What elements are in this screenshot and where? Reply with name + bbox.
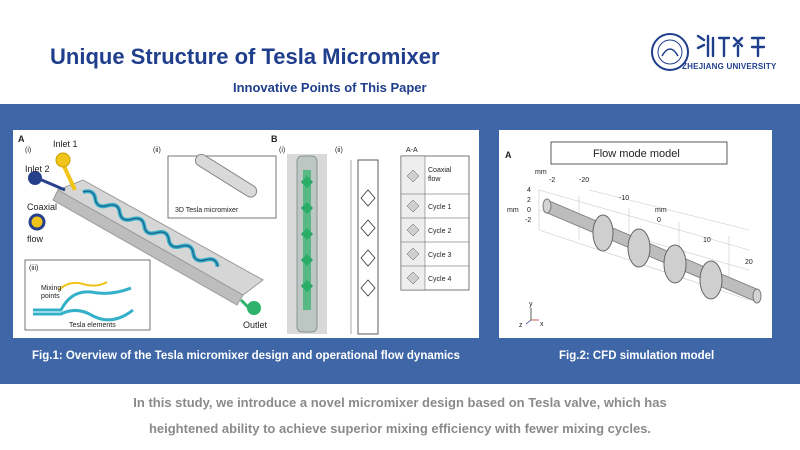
- inset-elements-box: [24, 259, 151, 331]
- inlet-1-marker: [55, 152, 71, 168]
- tick-top-0: 0: [657, 217, 661, 224]
- flow-mode-title-box: [550, 141, 728, 165]
- slide-title: Unique Structure of Tesla Micromixer: [50, 44, 440, 69]
- axis-label-x: x: [540, 321, 544, 328]
- tesla-element-highlight: [58, 281, 108, 291]
- unit-mm-top: mm: [535, 169, 547, 176]
- figure-2-panel: A Flow mode model mm mm mm 4: [499, 130, 772, 338]
- table-coaxial-2: flow: [428, 176, 441, 183]
- figure-2-illustration: A Flow mode model mm mm mm 4: [505, 141, 762, 329]
- fig1-label-a-i: (i): [25, 147, 31, 154]
- coaxial-label-1: Coaxial: [27, 202, 57, 212]
- cycle-1-label: Cycle 1: [428, 204, 451, 211]
- fig1-label-b-ii: (ii): [335, 147, 343, 154]
- tesla-micromixer-body: [52, 179, 264, 306]
- coaxial-flow-marker: [28, 213, 46, 231]
- axis-label-y: y: [529, 301, 533, 308]
- coaxial-label-2: flow: [27, 234, 44, 244]
- table-coaxial-1: Coaxial: [428, 167, 452, 174]
- technical-drawing: [350, 159, 379, 335]
- tick-top-10: 10: [703, 237, 711, 244]
- inlet-1-label: Inlet 1: [53, 139, 78, 149]
- cycle-2-label: Cycle 2: [428, 228, 451, 235]
- body-text-line-1: In this study, we introduce a novel micr…: [133, 395, 667, 410]
- figure-2-caption: Fig.2: CFD simulation model: [559, 350, 715, 362]
- flow-mode-title: Flow mode model: [593, 148, 680, 160]
- tick-top-neg20: -20: [579, 177, 589, 184]
- cfd-mixer-model: [542, 198, 762, 304]
- tick-top-20: 20: [745, 259, 753, 266]
- fig1-label-b: B: [271, 134, 278, 144]
- axis-triad: [525, 308, 539, 325]
- inlet-2-label: Inlet 2: [25, 164, 50, 174]
- inlet-1-stream: [61, 163, 77, 191]
- 3d-mixer-label: 3D Tesla micromixer: [175, 207, 239, 214]
- tick-y-4: 4: [527, 187, 531, 194]
- figure-1-illustration: A (i) (ii) Inlet 1 Inlet 2 Coaxial flow …: [18, 134, 470, 335]
- tesla-elements-label: Tesla elements: [69, 322, 116, 329]
- axis-label-z: z: [519, 322, 523, 329]
- unit-mm-left: mm: [507, 207, 519, 214]
- cycle-table: [400, 155, 470, 291]
- figure-1-caption: Fig.1: Overview of the Tesla micromixer …: [32, 350, 460, 362]
- cycle-3-label: Cycle 3: [428, 252, 451, 259]
- cycle-4-label: Cycle 4: [428, 276, 451, 283]
- tick-top-neg2: -2: [549, 177, 555, 184]
- outlet-marker: [247, 301, 261, 315]
- tick-top-neg10: -10: [619, 195, 629, 202]
- fig2-label-a: A: [505, 150, 512, 160]
- fig1-label-b-i: (i): [279, 147, 285, 154]
- figure-1-panel: A (i) (ii) Inlet 1 Inlet 2 Coaxial flow …: [13, 130, 479, 338]
- tick-y-0: 0: [527, 207, 531, 214]
- mixing-label-2: points: [41, 293, 60, 300]
- mixing-label-1: Mixing: [41, 285, 61, 292]
- section-aa-label: A-A: [406, 147, 418, 154]
- fig1-label-a-iii: (iii): [29, 265, 38, 272]
- photo-micromixer: [287, 154, 327, 334]
- outlet-label: Outlet: [243, 320, 268, 330]
- body-text-line-2: heightened ability to achieve superior m…: [148, 421, 652, 436]
- fig1-label-a: A: [18, 134, 25, 144]
- 3d-mixer-icon: [194, 153, 258, 198]
- tick-y-neg2: -2: [525, 217, 531, 224]
- university-name: ZHEJIANG UNIVERSITY: [682, 62, 777, 71]
- tick-y-2: 2: [527, 197, 531, 204]
- fig1-label-a-ii: (ii): [153, 147, 161, 154]
- slide-subtitle: Innovative Points of This Paper: [233, 80, 427, 95]
- inlet-2-marker: [28, 171, 42, 185]
- unit-mm-right: mm: [655, 207, 667, 214]
- zhejiang-university-logo: [651, 33, 766, 71]
- tesla-element-path: [33, 286, 134, 322]
